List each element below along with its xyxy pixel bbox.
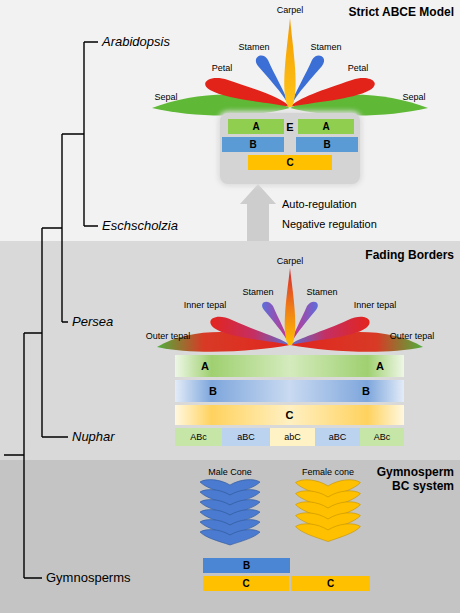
organ-label: Sepal — [154, 92, 177, 102]
organ-label: Outer tepal — [146, 331, 191, 341]
expression-band: BB — [175, 380, 404, 402]
gene-class-letter: aBC — [237, 432, 255, 442]
regulation-note: Negative regulation — [282, 218, 377, 231]
gene-class-letter: B — [243, 560, 250, 572]
taxon-name: Eschscholzia — [102, 219, 178, 234]
female-cone — [296, 480, 361, 542]
organ-label: Carpel — [277, 256, 304, 266]
gene-combination-box: ABc — [360, 428, 404, 446]
gene-combination-box: aBC — [222, 428, 270, 446]
cone-label: Male Cone — [208, 467, 252, 477]
gene-class-box: B — [222, 137, 284, 152]
gene-class-letter: B — [362, 385, 370, 398]
gene-class-group: EAABBC — [220, 113, 360, 184]
organ-label: Petal — [348, 63, 369, 73]
regulation-note: Auto-regulation — [282, 198, 357, 211]
gene-class-box: B — [296, 137, 358, 152]
taxon-name: Nuphar — [72, 430, 115, 445]
gene-class-letter: B — [209, 385, 217, 398]
panel-heading: Strict ABCE Model — [348, 6, 454, 20]
taxon-name: Gymnosperms — [46, 571, 131, 586]
gene-class-box: B — [203, 558, 290, 573]
gene-class-letter: C — [286, 409, 294, 422]
gene-combination-box: ABc — [175, 428, 222, 446]
organ-label: Stamen — [242, 287, 273, 297]
organ-label: Stamen — [306, 287, 337, 297]
gene-class-letter: C — [286, 157, 293, 169]
gene-class-box: C — [291, 576, 370, 591]
gene-class-letter: A — [201, 360, 209, 373]
organ-label: Outer tepal — [390, 331, 435, 341]
expression-band: C — [175, 405, 404, 425]
gene-class-box: C — [248, 155, 332, 170]
gene-class-letter: B — [323, 139, 330, 151]
organ-label: Sepal — [402, 92, 425, 102]
expression-band: AA — [175, 355, 404, 377]
panel-heading: Gymnosperm BC system — [362, 466, 454, 494]
clade-panel: Strict ABCE ModelEAABBC — [0, 0, 460, 241]
organ-label: Stamen — [310, 42, 341, 52]
gene-class-letter: C — [327, 578, 334, 590]
organ-label: Carpel — [277, 5, 304, 15]
gene-class-letter: A — [322, 121, 329, 133]
gene-class-box: A — [228, 119, 284, 134]
male-cone — [200, 480, 260, 545]
gene-class-letter: C — [242, 578, 249, 590]
panel-heading: Fading Borders — [365, 249, 454, 263]
organ-label: Inner tepal — [354, 300, 397, 310]
gene-class-letter: ABc — [190, 432, 207, 442]
gene-class-letter: A — [252, 121, 259, 133]
organ-label: Stamen — [238, 42, 269, 52]
taxon-name: Arabidopsis — [102, 35, 170, 50]
gene-class-letter: E — [286, 121, 293, 134]
gene-class-letter: abC — [284, 432, 301, 442]
gene-combination-box: abC — [270, 428, 315, 446]
gene-class-letter: B — [249, 139, 256, 151]
gene-class-letter: aBC — [329, 432, 347, 442]
gene-class-letter: A — [376, 360, 384, 373]
gene-class-box: C — [203, 576, 289, 591]
gene-combination-box: aBC — [315, 428, 360, 446]
gene-class-letter: ABc — [374, 432, 391, 442]
gene-class-box: A — [298, 119, 354, 134]
organ-label: Inner tepal — [184, 300, 227, 310]
cone-label: Female cone — [302, 467, 354, 477]
taxon-name: Persea — [72, 315, 113, 330]
organ-label: Petal — [212, 63, 233, 73]
